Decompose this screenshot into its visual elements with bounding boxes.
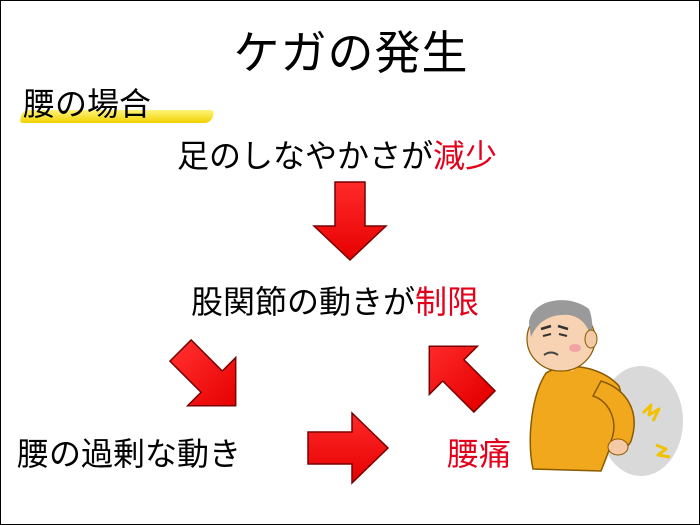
step-text: 股関節の動きが bbox=[191, 283, 416, 321]
subtitle-wrap: 腰の場合 bbox=[23, 79, 151, 125]
arrow-down-left-icon bbox=[168, 338, 237, 407]
arrow-right-icon bbox=[307, 411, 390, 485]
elderly-man-back-pain-icon bbox=[526, 300, 683, 476]
step-back-pain: 腰痛 bbox=[447, 429, 511, 475]
step-emphasis: 腰痛 bbox=[447, 435, 512, 473]
slide-title: ケガの発生 bbox=[233, 26, 469, 80]
step-excess-lumbar-motion: 腰の過剰な動き bbox=[17, 429, 241, 475]
step-emphasis: 制限 bbox=[415, 283, 480, 321]
step-text: 腰の過剰な動き bbox=[17, 435, 242, 473]
step-text: 足のしなやかさが bbox=[177, 137, 434, 175]
step-flexibility-decrease: 足のしなやかさが減少 bbox=[177, 131, 497, 177]
arrow-down-icon bbox=[312, 181, 388, 262]
arrow-up-left-icon bbox=[428, 345, 497, 414]
step-emphasis: 減少 bbox=[433, 137, 498, 175]
step-hip-restriction: 股関節の動きが制限 bbox=[191, 277, 479, 323]
slide-subtitle: 腰の場合 bbox=[23, 85, 152, 123]
